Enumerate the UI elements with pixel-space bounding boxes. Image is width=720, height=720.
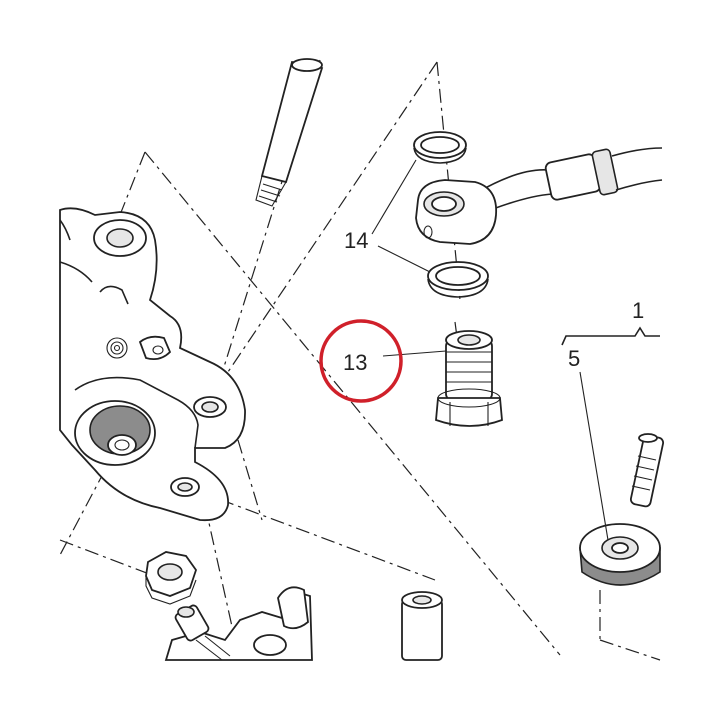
washer-with-bolt [579,433,665,586]
group-bracket [561,326,660,346]
brake-hose [477,147,663,215]
leader-lines [371,159,609,541]
callout-banjo-bolt-13: 13 [343,350,367,375]
callout-seal-washers-14: 14 [344,228,368,253]
callout-washer-5: 5 [568,346,580,371]
long-bolt [255,58,324,207]
caliper-body [164,586,443,661]
callout-group-1: 1 [632,298,644,323]
caliper-bracket [59,207,246,522]
hex-nut [145,551,197,605]
highlight-ring [319,319,403,403]
banjo-bolt [435,330,503,427]
seal-washers [413,131,489,298]
banjo-fitting [415,179,498,245]
